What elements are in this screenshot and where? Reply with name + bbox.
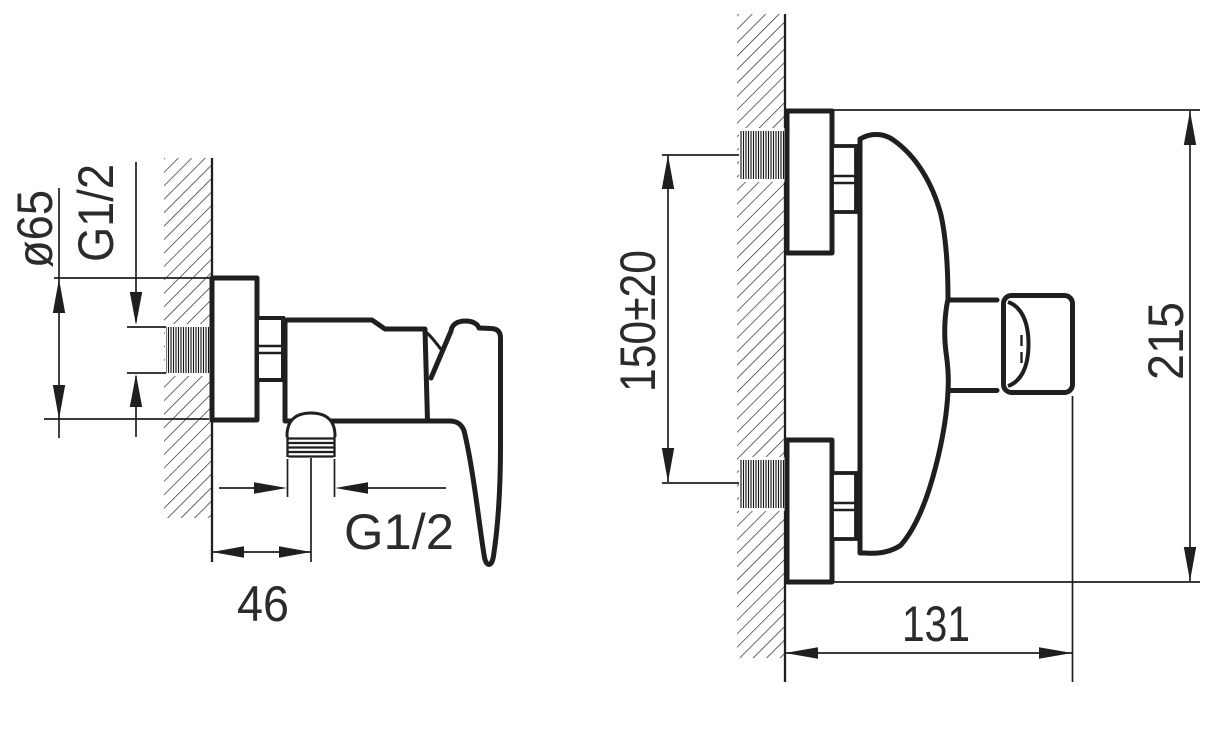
front-view: 150±20 215 131	[610, 14, 1200, 682]
wall-flange	[209, 275, 260, 423]
flange-diameter-label: ø65	[7, 190, 63, 268]
side-view: ø65 G1/2 46 G1/2	[7, 158, 503, 632]
mixer-body	[282, 317, 430, 424]
bottom-wall-flange	[784, 437, 835, 585]
bottom-hex-connector	[830, 471, 858, 541]
hex-connector	[255, 316, 285, 382]
outlet-offset-label: 46	[237, 576, 289, 632]
outlet-connector	[285, 411, 337, 458]
dimension-overall-width: 131	[785, 396, 1074, 682]
top-hex-connector	[830, 144, 858, 214]
overall-width-label: 131	[902, 596, 970, 652]
inlet-thread-label: G1/2	[68, 164, 124, 262]
dimension-inlet-thread: G1/2	[68, 162, 143, 437]
lever-handle	[426, 318, 503, 567]
dimension-flange-diameter: ø65	[7, 188, 211, 438]
mixer-body	[857, 132, 951, 556]
top-supply-thread	[740, 131, 785, 179]
top-wall-flange	[784, 108, 835, 256]
inlet-spacing-label: 150±20	[610, 250, 666, 392]
pipe-thread	[166, 327, 211, 373]
wall-hatching	[737, 14, 785, 658]
handle-fill	[431, 321, 501, 565]
handle-knob	[1001, 293, 1075, 395]
dimension-outlet-offset: 46	[212, 458, 312, 632]
outlet-thread-label: G1/2	[344, 504, 454, 560]
dimension-outlet-thread: G1/2	[219, 459, 454, 560]
dimension-inlet-spacing: 150±20	[610, 155, 675, 482]
dimension-overall-height: 215	[1138, 111, 1197, 581]
overall-height-label: 215	[1138, 302, 1194, 380]
bottom-supply-thread	[740, 460, 785, 508]
